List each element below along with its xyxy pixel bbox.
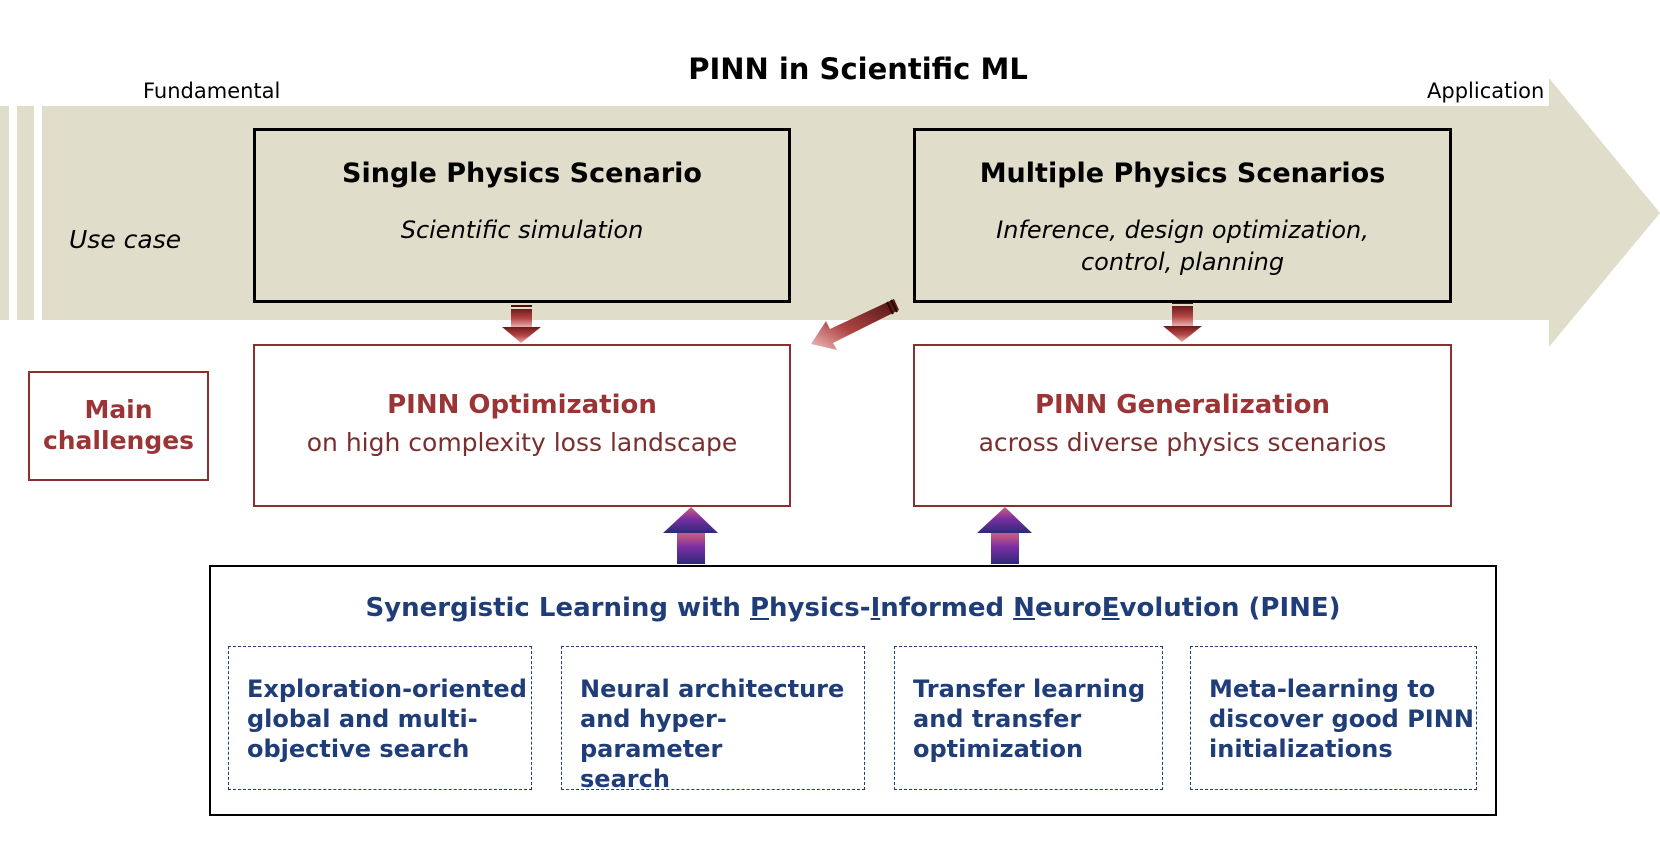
method-box-architecture-search: Neural architecture and hyper-parameter … <box>561 646 865 793</box>
main-challenges-line: Main <box>84 395 153 424</box>
use-case-description: Scientific simulation <box>256 214 788 246</box>
single-physics-scenario-box: Single Physics Scenario Scientific simul… <box>253 128 791 303</box>
method-box-exploration: Exploration-oriented global and multi- o… <box>228 646 532 790</box>
challenge-heading: PINN Generalization <box>1034 390 1330 420</box>
axis-label-fundamental: Fundamental <box>143 79 281 103</box>
challenge-subtitle: across diverse physics scenarios <box>978 428 1387 457</box>
method-line: Meta-learning to <box>1209 675 1436 703</box>
method-line: and hyper-parameter <box>580 705 727 763</box>
challenge-subtitle: on high complexity loss landscape <box>306 428 738 457</box>
main-challenges-line: challenges <box>42 426 195 455</box>
main-challenges-label: Main challenges <box>28 371 209 481</box>
method-box-meta-learning: Meta-learning to discover good PINN init… <box>1190 646 1477 790</box>
use-case-line: Scientific simulation <box>400 216 644 244</box>
use-case-line: Inference, design optimization, <box>996 216 1369 244</box>
diagram-title: PINN in Scientific ML <box>688 52 1028 86</box>
method-line: global and multi- <box>247 705 478 733</box>
pine-frame <box>209 565 1497 816</box>
pine-title-part: nformed <box>880 593 1014 623</box>
pine-title-part: hysics- <box>769 593 871 623</box>
method-box-transfer-learning: Transfer learning and transfer optimizat… <box>894 646 1163 790</box>
use-case-line: control, planning <box>1080 248 1285 276</box>
method-line: search <box>580 765 670 793</box>
method-line: discover good PINN <box>1209 705 1474 733</box>
pinn-generalization-box: PINN Generalization across diverse physi… <box>913 344 1452 507</box>
method-line: Neural architecture <box>580 675 845 703</box>
pine-title-part: P <box>749 593 770 623</box>
method-line: initializations <box>1209 735 1393 763</box>
pine-title-part: I <box>870 593 881 623</box>
method-line: Exploration-oriented <box>247 675 527 703</box>
band-stripe <box>0 106 9 320</box>
pine-title-part: euro <box>1034 593 1102 623</box>
use-case-heading: Multiple Physics Scenarios <box>979 158 1386 189</box>
pine-title-part: N <box>1013 593 1035 623</box>
method-line: and transfer <box>913 705 1082 733</box>
use-case-heading: Single Physics Scenario <box>342 158 702 189</box>
axis-label-application: Application <box>1427 79 1545 103</box>
method-line: optimization <box>913 735 1084 763</box>
method-line: objective search <box>247 735 470 763</box>
band-stripe <box>17 106 34 320</box>
pinn-optimization-box: PINN Optimization on high complexity los… <box>253 344 791 507</box>
challenge-heading: PINN Optimization <box>387 390 657 420</box>
multiple-physics-scenarios-box: Multiple Physics Scenarios Inference, de… <box>913 128 1452 303</box>
pine-title-part: volution (PINE) <box>1119 593 1341 623</box>
diagonal-arrow <box>811 299 899 350</box>
pine-title: Synergistic Learning with Physics-Inform… <box>209 593 1497 623</box>
pine-title-part: Synergistic Learning with <box>365 593 750 623</box>
method-line: Transfer learning <box>913 675 1146 703</box>
pine-title-part: E <box>1101 593 1120 623</box>
use-case-description: Inference, design optimization, control,… <box>916 214 1449 278</box>
use-case-label: Use case <box>69 225 182 254</box>
